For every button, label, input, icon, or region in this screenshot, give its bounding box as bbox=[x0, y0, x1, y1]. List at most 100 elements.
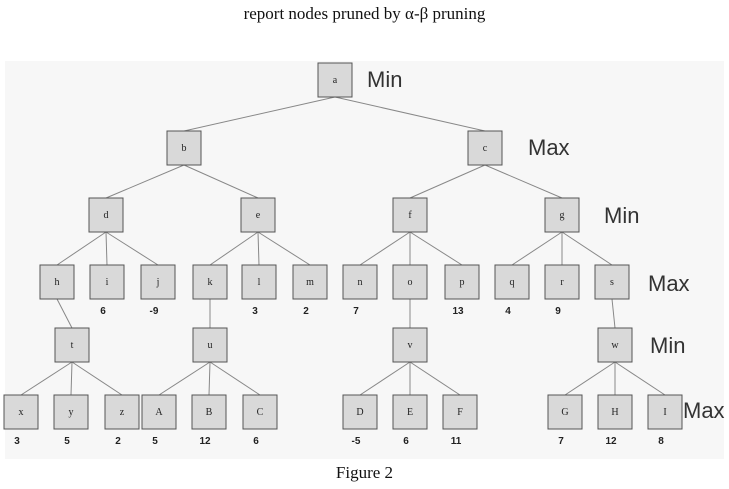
edge-u-B bbox=[208, 361, 211, 396]
node-box bbox=[597, 394, 633, 430]
edge-f-p bbox=[409, 231, 463, 266]
node-a: a bbox=[317, 62, 353, 98]
node-t: t bbox=[54, 327, 90, 363]
node-box bbox=[53, 394, 89, 430]
node-y: y bbox=[53, 394, 89, 430]
edge-d-h bbox=[56, 231, 107, 266]
node-box bbox=[392, 197, 428, 233]
edge-u-C bbox=[209, 361, 261, 396]
edge-h-t bbox=[56, 298, 73, 329]
edge-v-D bbox=[359, 361, 411, 396]
node-box bbox=[597, 327, 633, 363]
node-box bbox=[544, 197, 580, 233]
node-label: n bbox=[358, 277, 363, 288]
node-label: C bbox=[257, 407, 264, 418]
node-label: l bbox=[258, 277, 261, 288]
node-D: D bbox=[342, 394, 378, 430]
node-label: i bbox=[106, 277, 109, 288]
leaf-value-y: 5 bbox=[64, 436, 70, 447]
leaf-value-D: -5 bbox=[352, 436, 361, 447]
node-label: g bbox=[560, 210, 565, 221]
node-label: c bbox=[483, 143, 488, 154]
edge-d-i bbox=[105, 231, 108, 266]
node-label: o bbox=[408, 277, 413, 288]
edge-d-j bbox=[105, 231, 159, 266]
level-label-6: Max bbox=[683, 398, 725, 423]
node-box bbox=[241, 264, 277, 300]
node-box bbox=[392, 327, 428, 363]
node-o: o bbox=[392, 264, 428, 300]
node-G: G bbox=[547, 394, 583, 430]
node-label: y bbox=[69, 407, 74, 418]
node-box bbox=[392, 264, 428, 300]
node-label: d bbox=[104, 210, 109, 221]
node-i: i bbox=[89, 264, 125, 300]
node-box bbox=[544, 264, 580, 300]
node-e: e bbox=[240, 197, 276, 233]
edge-g-q bbox=[511, 231, 563, 266]
node-label: E bbox=[407, 407, 413, 418]
level-label-2: Max bbox=[528, 135, 570, 160]
node-j: j bbox=[140, 264, 176, 300]
node-label: D bbox=[356, 407, 363, 418]
node-q: q bbox=[494, 264, 530, 300]
node-box bbox=[240, 197, 276, 233]
node-box bbox=[88, 197, 124, 233]
edge-u-A bbox=[158, 361, 211, 396]
edge-a-b bbox=[183, 96, 336, 132]
node-box bbox=[140, 264, 176, 300]
node-box bbox=[467, 130, 503, 166]
node-box bbox=[89, 264, 125, 300]
node-box bbox=[141, 394, 177, 430]
node-r: r bbox=[544, 264, 580, 300]
node-p: p bbox=[444, 264, 480, 300]
leaf-value-z: 2 bbox=[115, 436, 121, 447]
node-b: b bbox=[166, 130, 202, 166]
node-x: x bbox=[3, 394, 39, 430]
node-label: t bbox=[71, 340, 74, 351]
node-box bbox=[547, 394, 583, 430]
node-box bbox=[192, 327, 228, 363]
node-box bbox=[342, 394, 378, 430]
node-label: s bbox=[610, 277, 614, 288]
node-box bbox=[192, 264, 228, 300]
node-label: x bbox=[19, 407, 24, 418]
node-C: C bbox=[242, 394, 278, 430]
leaf-value-H: 12 bbox=[605, 436, 617, 447]
node-s: s bbox=[594, 264, 630, 300]
leaf-value-G: 7 bbox=[558, 436, 564, 447]
edge-t-y bbox=[70, 361, 73, 396]
level-label-5: Min bbox=[650, 333, 685, 358]
leaf-value-A: 5 bbox=[152, 436, 158, 447]
node-label: F bbox=[457, 407, 463, 418]
node-box bbox=[342, 264, 378, 300]
edge-f-n bbox=[359, 231, 411, 266]
node-label: A bbox=[155, 407, 163, 418]
node-w: w bbox=[597, 327, 633, 363]
node-label: r bbox=[560, 277, 564, 288]
node-H: H bbox=[597, 394, 633, 430]
edge-e-l bbox=[257, 231, 260, 266]
edge-b-d bbox=[105, 164, 185, 199]
node-h: h bbox=[39, 264, 75, 300]
node-m: m bbox=[292, 264, 328, 300]
node-box bbox=[292, 264, 328, 300]
node-box bbox=[191, 394, 227, 430]
leaf-value-n: 7 bbox=[353, 306, 359, 317]
node-n: n bbox=[342, 264, 378, 300]
node-d: d bbox=[88, 197, 124, 233]
node-A: A bbox=[141, 394, 177, 430]
node-label: I bbox=[663, 407, 666, 418]
node-label: b bbox=[182, 143, 187, 154]
leaf-value-r: 9 bbox=[555, 306, 561, 317]
node-label: u bbox=[208, 340, 213, 351]
leaf-value-i: 6 bbox=[100, 306, 106, 317]
level-label-1: Min bbox=[367, 67, 402, 92]
node-label: e bbox=[256, 210, 261, 221]
node-g: g bbox=[544, 197, 580, 233]
leaf-value-E: 6 bbox=[403, 436, 409, 447]
node-box bbox=[317, 62, 353, 98]
node-box bbox=[647, 394, 683, 430]
edge-t-z bbox=[71, 361, 123, 396]
node-v: v bbox=[392, 327, 428, 363]
